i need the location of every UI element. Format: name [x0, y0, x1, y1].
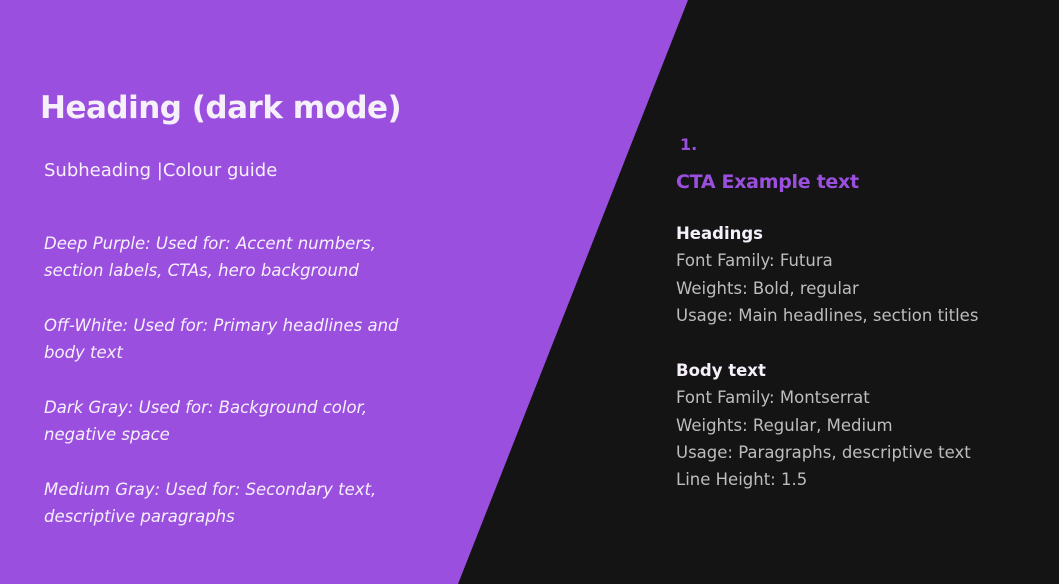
- headings-weights: Weights: Bold, regular: [676, 278, 859, 298]
- body-text-spec: Body text Font Family: Montserrat Weight…: [676, 357, 1056, 493]
- cta-example-text[interactable]: CTA Example text: [676, 171, 859, 193]
- accent-number: 1.: [680, 135, 698, 154]
- body-font-family: Font Family: Montserrat: [676, 388, 870, 408]
- colour-guide-item-off-white: Off-White: Used for: Primary headlines a…: [44, 316, 399, 362]
- headings-spec-title: Headings: [676, 224, 763, 243]
- body-usage: Usage: Paragraphs, descriptive text: [676, 442, 971, 462]
- body-weights: Weights: Regular, Medium: [676, 415, 893, 435]
- body-line-height: Line Height: 1.5: [676, 470, 808, 490]
- colour-guide-item-deep-purple: Deep Purple: Used for: Accent numbers, s…: [44, 234, 376, 280]
- body-spec-title: Body text: [676, 361, 766, 380]
- colour-guide-list: Deep Purple: Used for: Accent numbers, s…: [44, 230, 404, 558]
- subheading: Subheading |Colour guide: [44, 160, 278, 181]
- page-heading: Heading (dark mode): [40, 90, 402, 126]
- colour-guide-item-medium-gray: Medium Gray: Used for: Secondary text, d…: [44, 480, 377, 526]
- colour-guide-item-dark-gray: Dark Gray: Used for: Background color, n…: [44, 398, 368, 444]
- headings-spec: Headings Font Family: Futura Weights: Bo…: [676, 220, 1056, 329]
- headings-font-family: Font Family: Futura: [676, 251, 833, 271]
- headings-usage: Usage: Main headlines, section titles: [676, 305, 979, 325]
